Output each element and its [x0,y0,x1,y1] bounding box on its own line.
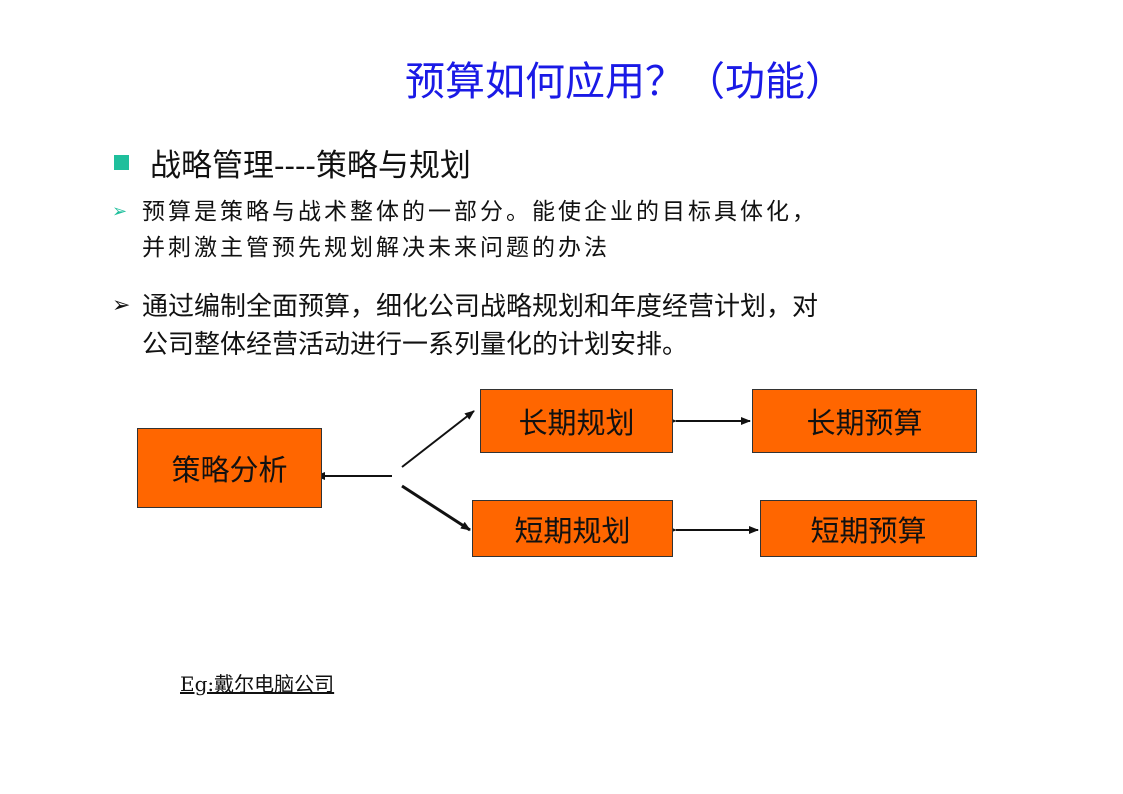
bullet-paragraph-1: ➢ 预算是策略与战术整体的一部分。能使企业的目标具体化， 并刺激主管预先规划解决… [112,194,818,266]
square-bullet-icon [114,154,129,170]
slide-title: 预算如何应用？（功能） [405,59,845,105]
node-short-term-plan: 短期规划 [472,500,673,557]
arrow-to-short-plan [401,484,471,532]
bullet-paragraph-2: ➢ 通过编制全面预算，细化公司战略规划和年度经营计划，对 公司整体经营活动进行一… [112,288,818,364]
node-short-term-budget: 短期预算 [760,500,977,557]
bullet-1-line-2: 并刺激主管预先规划解决未来问题的办法 [142,235,610,261]
bullet-2-line-2: 公司整体经营活动进行一系列量化的计划安排。 [142,330,689,360]
arrow-to-long-plan [401,410,475,468]
section-heading: 战略管理----策略与规划 [114,140,471,184]
node-long-term-budget: 长期预算 [752,389,977,453]
heading-text: 战略管理----策略与规划 [150,147,471,184]
arrowhead-bullet-icon: ➢ [112,201,128,222]
arrowhead-bullet-icon: ➢ [112,293,131,318]
node-long-term-plan: 长期规划 [480,389,673,453]
bullet-2-line-1: 通过编制全面预算，细化公司战略规划和年度经营计划，对 [142,292,819,322]
node-strategy-analysis: 策略分析 [137,428,322,508]
bullet-1-line-1: 预算是策略与战术整体的一部分。能使企业的目标具体化， [142,199,818,225]
example-link[interactable]: Eg:戴尔电脑公司 [180,672,335,696]
